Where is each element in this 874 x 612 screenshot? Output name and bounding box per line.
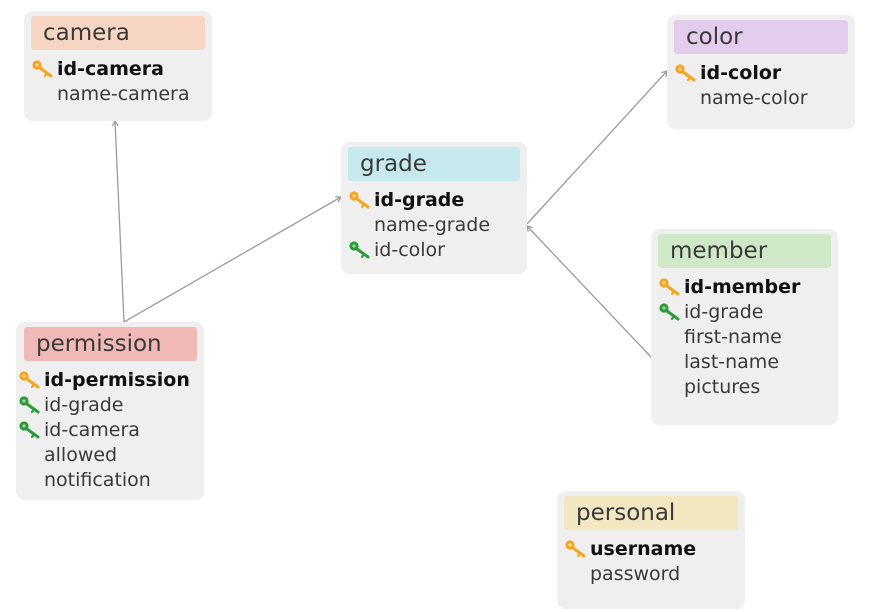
field-name: id-permission [44, 369, 190, 391]
entity-fields-member: id-member id-grade first-name last-name pict… [658, 275, 831, 400]
field-name: last-name [684, 351, 780, 373]
field-name: id-camera [44, 419, 140, 441]
field-permission-4[interactable]: notification [18, 468, 197, 493]
entity-camera[interactable]: camera id-camera name-camera [24, 11, 212, 121]
field-name: notification [44, 469, 151, 491]
entity-header-camera: camera [31, 16, 205, 50]
field-member-2[interactable]: first-name [658, 325, 831, 350]
foreign-key-icon [658, 302, 682, 322]
field-name: id-grade [374, 189, 465, 211]
field-permission-3[interactable]: allowed [18, 443, 197, 468]
entity-permission[interactable]: permission id-permission id-grade id-camer… [16, 322, 204, 500]
field-member-1[interactable]: id-grade [658, 300, 831, 325]
field-name: password [590, 563, 681, 585]
field-name: name-camera [57, 83, 190, 105]
primary-key-icon [674, 63, 698, 83]
entity-fields-camera: id-camera name-camera [31, 57, 205, 107]
entity-fields-color: id-color name-color [674, 61, 848, 111]
entity-header-grade: grade [348, 147, 520, 181]
field-permission-2[interactable]: id-camera [18, 418, 197, 443]
field-name: name-color [700, 87, 808, 109]
entity-header-member: member [658, 234, 831, 268]
primary-key-icon [18, 370, 42, 390]
primary-key-icon [564, 539, 588, 559]
relationship-permission-grade [123, 196, 342, 323]
field-name: allowed [44, 444, 118, 466]
field-member-4[interactable]: pictures [658, 375, 831, 400]
field-member-3[interactable]: last-name [658, 350, 831, 375]
entity-fields-permission: id-permission id-grade id-camera allowed not… [18, 368, 197, 493]
field-name: id-grade [44, 394, 124, 416]
relationship-arrowhead [526, 225, 533, 232]
entity-member[interactable]: member id-member id-grade first-name last-n… [651, 229, 838, 425]
field-name: id-color [700, 62, 782, 84]
field-color-1[interactable]: name-color [674, 86, 848, 111]
field-name: id-member [684, 276, 801, 298]
entity-color[interactable]: color id-color name-color [667, 15, 855, 129]
foreign-key-icon [348, 240, 372, 260]
relationship-grade-color [526, 70, 668, 225]
field-personal-1[interactable]: password [564, 562, 738, 587]
field-name: first-name [684, 326, 782, 348]
field-name: id-color [374, 239, 445, 261]
field-camera-1[interactable]: name-camera [31, 82, 205, 107]
field-name: pictures [684, 376, 761, 398]
field-grade-0[interactable]: id-grade [348, 188, 520, 213]
entity-grade[interactable]: grade id-grade name-grade id-color [341, 142, 527, 274]
relationship-member-grade [526, 225, 652, 358]
foreign-key-icon [18, 395, 42, 415]
entity-header-personal: personal [564, 496, 738, 530]
entity-header-color: color [674, 20, 848, 54]
primary-key-icon [31, 59, 55, 79]
relationship-arrowhead [111, 119, 119, 127]
primary-key-icon [348, 190, 372, 210]
field-personal-0[interactable]: username [564, 537, 738, 562]
field-permission-0[interactable]: id-permission [18, 368, 197, 393]
field-color-0[interactable]: id-color [674, 61, 848, 86]
field-member-0[interactable]: id-member [658, 275, 831, 300]
field-camera-0[interactable]: id-camera [31, 57, 205, 82]
entity-fields-grade: id-grade name-grade id-color [348, 188, 520, 263]
field-name: username [590, 538, 697, 560]
field-name: name-grade [374, 214, 491, 236]
field-name: id-grade [684, 301, 764, 323]
field-name: id-camera [57, 58, 164, 80]
relationship-permission-camera [114, 120, 125, 323]
foreign-key-icon [18, 420, 42, 440]
entity-header-permission: permission [24, 327, 197, 361]
field-grade-1[interactable]: name-grade [348, 213, 520, 238]
primary-key-icon [658, 277, 682, 297]
entity-fields-personal: username password [564, 537, 738, 587]
field-permission-1[interactable]: id-grade [18, 393, 197, 418]
entity-personal[interactable]: personal username password [557, 491, 745, 609]
field-grade-2[interactable]: id-color [348, 238, 520, 263]
